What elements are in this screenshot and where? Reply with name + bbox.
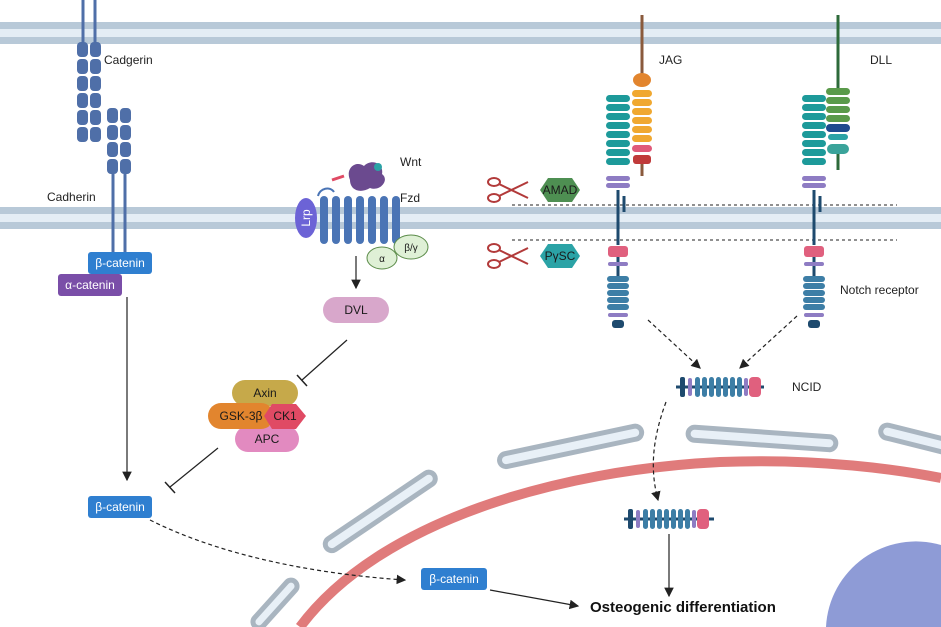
axin-label: Axin bbox=[253, 386, 276, 400]
axin-box bbox=[232, 380, 298, 406]
amad-shape bbox=[540, 178, 580, 202]
translocation-arrow bbox=[149, 519, 407, 585]
beta-catenin-membrane-box bbox=[88, 252, 152, 274]
fzd-label: Fzd bbox=[400, 191, 420, 205]
arrow-notch2-to-ncid bbox=[739, 315, 798, 369]
beta-catenin-cytoplasm-box bbox=[88, 496, 152, 518]
pysc-shape bbox=[540, 244, 580, 268]
ncid-fragment bbox=[676, 377, 764, 397]
pysc-label: PγSC bbox=[545, 249, 576, 263]
beta-catenin-nucleus-box bbox=[421, 568, 487, 590]
g-alpha-subunit bbox=[366, 246, 398, 270]
apc-box bbox=[235, 426, 299, 452]
jag-label: JAG bbox=[659, 53, 682, 67]
cadherin-label: Cadherin bbox=[47, 190, 96, 204]
ck1-box bbox=[264, 404, 306, 429]
ncid-label: NCID bbox=[792, 380, 822, 394]
beta-catenin-nucleus-label: β-catenin bbox=[429, 572, 479, 586]
g-beta-gamma-subunit bbox=[393, 234, 429, 260]
lrp-label: Lrp bbox=[299, 209, 313, 227]
g-alpha-label: α bbox=[379, 254, 385, 265]
amad-label: AMAD bbox=[543, 183, 578, 197]
apc-label: APC bbox=[255, 432, 280, 446]
scissors-icon bbox=[487, 177, 529, 203]
dvl-label: DVL bbox=[344, 303, 368, 317]
gsk3b-label: GSK-3β bbox=[220, 409, 263, 423]
nuclear-ncid-fragment bbox=[624, 509, 714, 529]
fzd-receptor bbox=[320, 196, 400, 244]
dll-label: DLL bbox=[870, 53, 892, 67]
cadgerin-label: Cadgerin bbox=[104, 53, 153, 67]
arrow-ncid-to-nucleus bbox=[651, 401, 667, 502]
wnt-ligand bbox=[331, 162, 385, 191]
wnt-label: Wnt bbox=[400, 155, 422, 169]
alpha-catenin-label: α-catenin bbox=[65, 278, 115, 292]
dll-ligand bbox=[826, 15, 850, 170]
nucleolus-shape bbox=[826, 541, 941, 627]
g-beta-gamma-label: β/γ bbox=[404, 243, 418, 254]
complex-inhibits-beta-catenin bbox=[169, 447, 219, 488]
alpha-catenin-box bbox=[58, 274, 122, 296]
beta-catenin-cytoplasm-label: β-catenin bbox=[95, 500, 145, 514]
fzd-n-terminus bbox=[317, 187, 335, 197]
arrow-notch1-to-ncid bbox=[647, 319, 701, 369]
ck1-label: CK1 bbox=[273, 409, 297, 423]
outcome-label: Osteogenic differentiation bbox=[590, 599, 776, 616]
beta-catenin-membrane-label: β-catenin bbox=[95, 256, 145, 270]
notch-receptor-1 bbox=[606, 95, 630, 328]
cadgerin-protein bbox=[77, 0, 101, 142]
lrp-coreceptor bbox=[295, 198, 317, 238]
middle-membrane bbox=[0, 207, 941, 229]
scissors-icon bbox=[487, 243, 529, 269]
top-membrane bbox=[0, 22, 941, 44]
dvl-inhibits-complex bbox=[301, 339, 348, 381]
notch-receptor-label: Notch receptor bbox=[840, 283, 919, 297]
jag-ligand bbox=[632, 15, 652, 176]
arrow-to-outcome-1 bbox=[489, 589, 580, 610]
dvl-box bbox=[323, 297, 389, 323]
notch-receptor-2 bbox=[802, 95, 826, 328]
gsk3b-box bbox=[208, 403, 274, 429]
cadherin-protein bbox=[107, 108, 131, 252]
nuclear-envelope bbox=[250, 422, 941, 627]
